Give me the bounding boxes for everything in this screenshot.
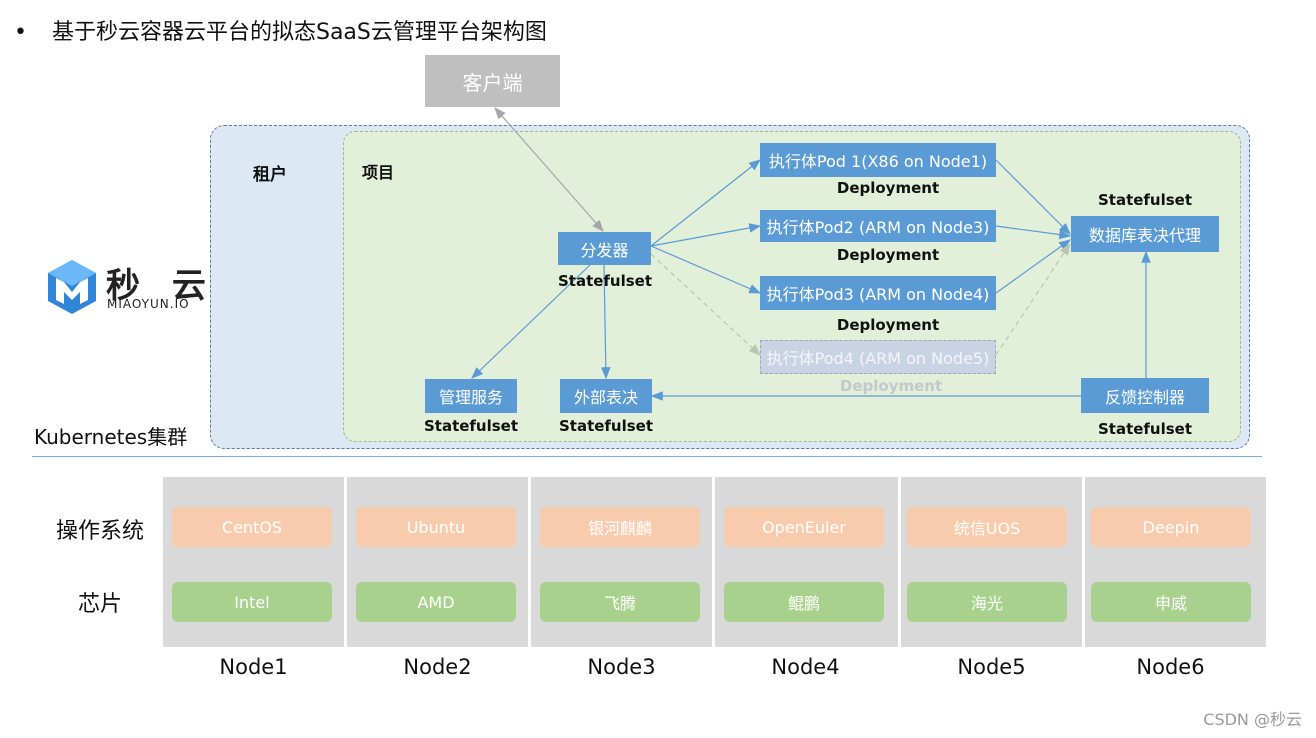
db-proxy-kind: Statefulset xyxy=(1097,191,1193,209)
external-vote-kind: Statefulset xyxy=(558,417,654,435)
dispatcher-exec2-link xyxy=(650,223,762,247)
title-bullet: • xyxy=(14,20,27,45)
exec1-db-link xyxy=(995,159,1071,235)
client-dispatcher-link xyxy=(494,107,604,232)
csdn-watermark: CSDN @秒云 xyxy=(1203,710,1302,729)
logo-name: 秒 云 xyxy=(106,266,216,306)
node-name: Node4 xyxy=(771,655,840,679)
client-box: 客户端 xyxy=(425,55,560,107)
miaoyun-logo-icon xyxy=(46,258,98,316)
node-column: Deepin 申威 xyxy=(1085,477,1266,647)
feedback-controller-kind: Statefulset xyxy=(1097,420,1193,438)
section-divider xyxy=(32,456,1262,457)
executor-pod-3-kind: Deployment xyxy=(836,316,940,334)
os-chip-label: CentOS xyxy=(172,507,332,547)
node-name: Node2 xyxy=(403,655,472,679)
os-chip-label: OpenEuler xyxy=(724,507,884,547)
dispatcher-exec4-link xyxy=(650,253,761,356)
cpu-chip-label: Intel xyxy=(172,582,332,622)
dispatcher-exec1-link xyxy=(650,159,761,247)
exec4-db-link xyxy=(995,243,1071,356)
node-name: Node3 xyxy=(587,655,656,679)
external-vote-box: 外部表决 xyxy=(560,379,652,413)
title-text: 基于秒云容器云平台的拟态SaaS云管理平台架构图 xyxy=(51,20,547,45)
node-column: 统信UOS 海光 xyxy=(901,477,1082,647)
cpu-chip-label: 飞腾 xyxy=(540,582,700,622)
os-chip-label: 统信UOS xyxy=(907,507,1067,547)
executor-pod-2: 执行体Pod2 (ARM on Node3) xyxy=(760,210,996,242)
page-title: • 基于秒云容器云平台的拟态SaaS云管理平台架构图 xyxy=(14,14,547,46)
db-vote-proxy-box: 数据库表决代理 xyxy=(1071,216,1219,252)
os-chip-label: Deepin xyxy=(1091,507,1251,547)
dispatcher-exec3-link xyxy=(650,245,762,294)
node-name: Node6 xyxy=(1136,655,1205,679)
node-name: Node1 xyxy=(219,655,288,679)
cpu-chip-label: 申威 xyxy=(1091,582,1251,622)
cpu-chip-label: 海光 xyxy=(907,582,1067,622)
management-service-kind: Statefulset xyxy=(423,417,519,435)
node-column: 银河麒麟 飞腾 xyxy=(531,477,712,647)
executor-pod-1: 执行体Pod 1(X86 on Node1) xyxy=(760,143,996,177)
feedback-controller-box: 反馈控制器 xyxy=(1081,378,1209,413)
exec2-db-link xyxy=(995,225,1072,240)
node-name: Node5 xyxy=(957,655,1026,679)
kubernetes-cluster-label: Kubernetes集群 xyxy=(34,425,188,449)
dispatcher-external-link xyxy=(601,264,611,380)
project-label: 项目 xyxy=(362,163,395,182)
os-chip-label: 银河麒麟 xyxy=(540,507,700,547)
tenant-label: 租户 xyxy=(253,165,287,185)
dispatcher-kind: Statefulset xyxy=(557,272,653,290)
dispatcher-box: 分发器 xyxy=(558,232,651,265)
management-service-box: 管理服务 xyxy=(425,379,517,413)
dispatcher-management-link xyxy=(471,264,591,379)
node-column: Ubuntu AMD xyxy=(347,477,528,647)
os-chip-label: Ubuntu xyxy=(356,507,516,547)
executor-pod-2-kind: Deployment xyxy=(836,246,940,264)
cpu-chip-label: AMD xyxy=(356,582,516,622)
cpu-chip-label: 鲲鹏 xyxy=(724,582,884,622)
os-row-label: 操作系统 xyxy=(56,519,145,544)
executor-pod-1-kind: Deployment xyxy=(836,179,940,197)
executor-pod-4: 执行体Pod4 (ARM on Node5) xyxy=(760,340,996,374)
executor-pod-4-kind: Deployment xyxy=(839,377,943,395)
logo-subtitle: MIAOYUN.IO xyxy=(107,297,190,311)
executor-pod-3: 执行体Pod3 (ARM on Node4) xyxy=(760,276,996,310)
exec3-db-link xyxy=(995,239,1071,294)
node-column: CentOS Intel xyxy=(163,477,344,647)
node-column: OpenEuler 鲲鹏 xyxy=(715,477,898,647)
chip-row-label: 芯片 xyxy=(78,592,123,617)
